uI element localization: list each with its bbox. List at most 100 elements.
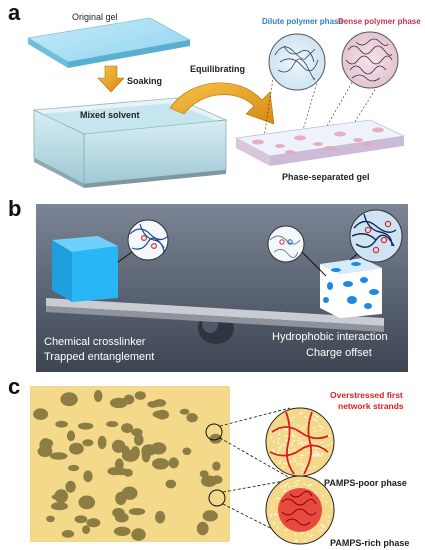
network-speckle — [330, 505, 333, 507]
network-speckle — [285, 440, 287, 442]
pamps-rich-domain — [61, 530, 75, 538]
network-speckle — [282, 467, 285, 469]
network-speckle — [284, 435, 287, 437]
network-speckle — [300, 454, 303, 456]
network-speckle — [322, 446, 325, 448]
network-speckle — [276, 453, 279, 455]
network-speckle — [288, 486, 291, 488]
network-speckle — [294, 533, 296, 535]
network-speckle — [304, 442, 307, 444]
original-gel-label: Original gel — [72, 12, 118, 22]
pamps-rich-domain — [182, 447, 192, 456]
network-speckle — [312, 454, 315, 456]
pamps-rich-domain — [128, 508, 146, 516]
pamps-rich-domain — [186, 413, 198, 423]
network-speckle — [311, 447, 314, 449]
network-speckle — [313, 466, 316, 468]
pamps-rich-domain — [202, 510, 218, 522]
network-speckle — [312, 454, 315, 456]
network-speckle — [301, 472, 304, 474]
network-speckle — [304, 539, 307, 541]
network-speckle — [282, 443, 285, 445]
network-speckle — [328, 434, 331, 436]
network-speckle — [277, 442, 280, 444]
pamps-rich-domain — [93, 390, 103, 402]
pamps-rich-domain — [121, 486, 138, 500]
network-speckle — [296, 484, 298, 486]
network-speckle — [289, 489, 292, 491]
panel-b-letter: b — [8, 196, 21, 221]
pamps-rich-domain — [113, 526, 131, 536]
network-speckle — [302, 444, 305, 446]
network-speckle — [284, 428, 287, 430]
network-speckle — [316, 436, 319, 438]
phase-separated-gel-slab — [235, 119, 406, 166]
network-speckle — [303, 483, 306, 485]
pamps-poor-zoom — [265, 407, 335, 477]
chemical-crosslinker-cube — [52, 236, 118, 302]
network-speckle — [313, 453, 316, 455]
network-speckle — [280, 486, 283, 488]
pamps-rich-domain — [131, 428, 143, 437]
pamps-rich-domain — [49, 452, 68, 460]
network-speckle — [327, 520, 330, 522]
network-speckle — [313, 419, 316, 420]
soaking-arrow — [97, 65, 125, 93]
network-speckle — [309, 535, 312, 537]
solvent-tank — [32, 97, 228, 188]
network-speckle — [300, 434, 303, 435]
network-speckle — [293, 481, 296, 483]
seesaw-plank — [46, 298, 384, 332]
right-label-line2: Charge offset — [306, 347, 372, 359]
network-speckle — [289, 418, 292, 420]
network-speckle — [298, 438, 301, 440]
network-speckle — [298, 442, 301, 444]
network-speckle — [284, 484, 287, 486]
network-speckle — [300, 412, 303, 414]
network-speckle — [314, 447, 317, 449]
left-network-zoom — [117, 219, 169, 263]
network-speckle — [315, 443, 318, 445]
network-speckle — [279, 446, 282, 447]
pamps-rich-domain — [150, 442, 167, 455]
network-speckle — [278, 450, 281, 451]
pamps-rich-domain — [78, 495, 96, 510]
network-speckle — [270, 507, 273, 509]
pamps-rich-domain — [82, 439, 94, 447]
network-speckle — [278, 462, 281, 464]
network-speckle — [315, 420, 318, 422]
network-speckle — [307, 485, 310, 487]
overstressed-label-line1: Overstressed first — [330, 390, 403, 400]
network-speckle — [285, 429, 288, 431]
pamps-rich-domains — [33, 390, 223, 541]
pamps-rich-domain — [63, 394, 73, 401]
network-speckle — [289, 461, 292, 463]
pamps-rich-domain — [141, 448, 151, 463]
network-speckle — [313, 492, 316, 494]
network-speckle — [318, 454, 321, 455]
pamps-rich-zoom — [265, 475, 335, 545]
network-speckle — [299, 413, 302, 415]
network-speckle — [313, 443, 316, 445]
mixed-solvent-label: Mixed solvent — [80, 110, 140, 120]
panel-c-letter: c — [8, 374, 20, 399]
network-speckle — [321, 446, 324, 447]
network-speckle — [279, 460, 282, 462]
pamps-rich-domain — [97, 435, 107, 450]
network-speckle — [316, 454, 319, 456]
network-speckle — [272, 450, 275, 452]
pamps-rich-domain — [131, 528, 146, 541]
pamps-rich-domain — [114, 512, 129, 523]
pamps-rich-domain — [82, 525, 91, 535]
network-speckle — [301, 532, 304, 534]
network-speckle — [321, 453, 324, 455]
panel-c: c Overstressed first network strands — [8, 374, 409, 548]
pamps-rich-domain — [54, 489, 69, 504]
network-speckle — [301, 464, 303, 466]
pamps-rich-domain — [152, 410, 168, 418]
network-speckle — [300, 531, 303, 533]
network-speckle — [303, 426, 306, 428]
network-speckle — [276, 497, 279, 499]
network-speckle — [276, 527, 279, 529]
network-speckle — [276, 452, 279, 454]
